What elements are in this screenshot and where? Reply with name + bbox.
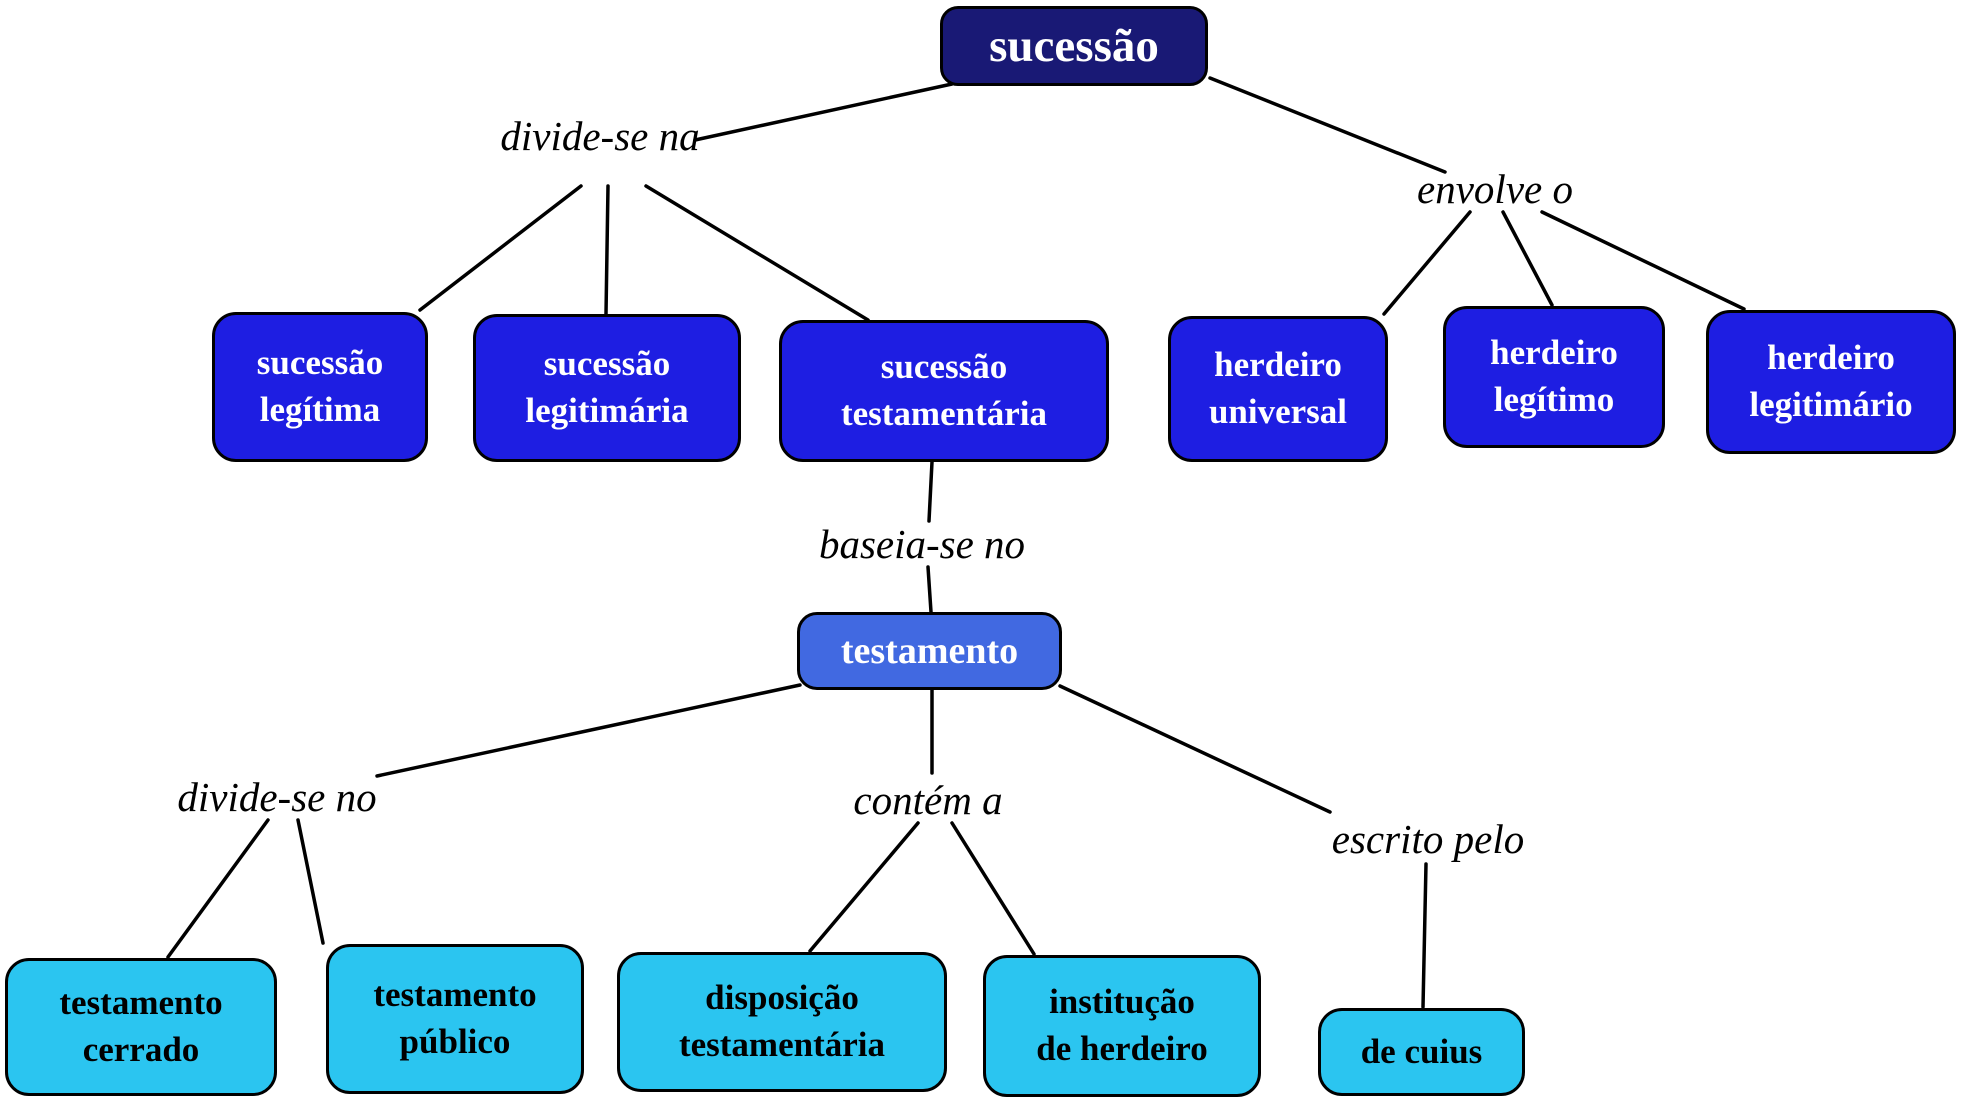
node-herdeiro-universal: herdeiro universal: [1168, 316, 1388, 462]
edge-label-contem-a: contém a: [853, 777, 1003, 823]
node-label-line: testamento: [59, 983, 223, 1023]
node-label-line: herdeiro: [1490, 333, 1618, 373]
edge-label-escrito-pelo: escrito pelo: [1331, 816, 1525, 862]
node-label-line: sucessão: [256, 343, 384, 383]
node-herdeiro-legitimario: herdeiro legitimário: [1706, 310, 1956, 454]
edge-contem-a-to-disposicao: [808, 821, 920, 953]
node-label-line: herdeiro: [1767, 338, 1895, 378]
edge-testamento-to-divide-se-no: [375, 683, 802, 778]
node-herdeiro-legitimo: herdeiro legítimo: [1443, 306, 1665, 448]
node-disposicao-testamentaria: disposição testamentária: [617, 952, 947, 1092]
node-label-line: legítimo: [1493, 380, 1615, 419]
edge-label-divide-se-na: divide-se na: [500, 113, 700, 159]
edge-testamento-to-escrito-pelo: [1058, 684, 1332, 814]
edge-contem-a-to-instituicao: [950, 821, 1036, 956]
edge-label-envolve-o: envolve o: [1417, 166, 1573, 212]
node-label-line: legítima: [259, 390, 381, 429]
edge-envolve-o-to-legitimario: [1540, 210, 1746, 311]
node-sucessao-testamentaria: sucessão testamentária: [779, 320, 1109, 462]
edge-divide-se-na-to-testamentaria: [644, 184, 870, 322]
node-label-line: legitimária: [525, 391, 689, 430]
node-label-line: sucessão: [989, 20, 1159, 72]
node-testamento-publico: testamento público: [326, 944, 584, 1094]
edge-testamentaria-to-baseia-se-no: [927, 460, 934, 523]
node-de-cuius: de cuius: [1318, 1008, 1525, 1096]
node-sucessao-legitima: sucessão legítima: [212, 312, 428, 462]
node-label-line: sucessão: [880, 347, 1008, 387]
node-label-line: público: [399, 1022, 511, 1061]
node-label-line: universal: [1208, 392, 1348, 431]
edge-baseia-se-no-to-testamento: [926, 565, 933, 614]
edge-divide-se-na-to-legitima: [418, 184, 583, 312]
edge-sucessao-to-divide-se-na: [693, 82, 954, 142]
node-instituicao-de-herdeiro: institução de herdeiro: [983, 955, 1261, 1097]
node-label-line: testamentária: [840, 394, 1048, 433]
node-label-line: de cuius: [1360, 1031, 1483, 1071]
node-label-line: herdeiro: [1214, 345, 1342, 385]
edge-envolve-o-to-legitimo: [1501, 210, 1554, 307]
node-label-line: sucessão: [543, 344, 671, 384]
edge-divide-se-na-to-legitimaria: [604, 184, 610, 316]
node-label-line: institução: [1049, 982, 1195, 1022]
node-label-line: testamento: [840, 630, 1019, 672]
node-sucessao-legitimaria: sucessão legitimária: [473, 314, 741, 462]
edge-label-divide-se-no: divide-se no: [177, 774, 377, 820]
node-label-line: disposição: [705, 978, 859, 1018]
node-sucessao: sucessão: [940, 6, 1208, 86]
edge-divide-se-no-to-cerrado: [166, 818, 270, 959]
node-label-line: legitimário: [1749, 385, 1913, 424]
node-label-line: cerrado: [82, 1030, 200, 1069]
edge-divide-se-no-to-publico: [296, 818, 325, 945]
node-label-line: testamento: [373, 975, 537, 1015]
node-testamento-cerrado: testamento cerrado: [5, 958, 277, 1096]
edge-label-baseia-se-no: baseia-se no: [818, 521, 1026, 567]
node-label-line: testamentária: [678, 1025, 886, 1064]
node-label-line: de herdeiro: [1036, 1029, 1208, 1068]
node-testamento: testamento: [797, 612, 1062, 690]
edge-sucessao-to-envolve-o: [1208, 76, 1447, 174]
edge-envolve-o-to-universal: [1382, 210, 1472, 316]
edge-escrito-pelo-to-de-cuius: [1421, 862, 1428, 1009]
